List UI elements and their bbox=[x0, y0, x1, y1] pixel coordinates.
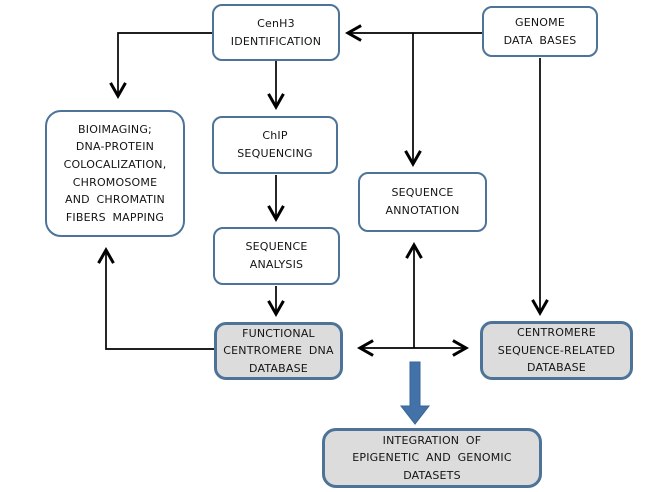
box-cenh3-identification: CenH3 IDENTIFICATION bbox=[212, 4, 340, 61]
box-chip-sequencing-label: ChIP SEQUENCING bbox=[237, 129, 313, 160]
block-arrow-to-integration bbox=[399, 361, 431, 425]
box-centromere-sequence-related-database: CENTROMERE SEQUENCE-RELATED DATABASE bbox=[480, 321, 633, 380]
box-sequence-analysis-label: SEQUENCE ANALYSIS bbox=[245, 240, 308, 271]
connector-functional-db-to-bioimaging bbox=[97, 246, 214, 350]
box-integration-datasets-label: INTEGRATION OF EPIGENETIC AND GENOMIC DA… bbox=[352, 433, 512, 482]
box-integration-datasets: INTEGRATION OF EPIGENETIC AND GENOMIC DA… bbox=[322, 428, 542, 488]
box-functional-centromere-dna-database: FUNCTIONAL CENTROMERE DNA DATABASE bbox=[214, 322, 343, 380]
box-centromere-sequence-related-database-label: CENTROMERE SEQUENCE-RELATED DATABASE bbox=[497, 326, 616, 375]
connector-cenh3-to-bioimaging bbox=[109, 32, 212, 100]
box-bioimaging: BIOIMAGING; DNA-PROTEIN COLOCALIZATION, … bbox=[45, 110, 185, 237]
box-cenh3-identification-label: CenH3 IDENTIFICATION bbox=[230, 16, 322, 48]
box-genome-databases: GENOME DATA BASES bbox=[482, 6, 598, 57]
box-sequence-annotation-label: SEQUENCE ANNOTATION bbox=[385, 186, 460, 217]
box-genome-databases-label: GENOME DATA BASES bbox=[503, 15, 577, 47]
box-bioimaging-label: BIOIMAGING; DNA-PROTEIN COLOCALIZATION, … bbox=[63, 122, 167, 224]
box-functional-centromere-dna-database-label: FUNCTIONAL CENTROMERE DNA DATABASE bbox=[223, 326, 334, 375]
box-sequence-analysis: SEQUENCE ANALYSIS bbox=[213, 227, 340, 285]
box-sequence-annotation: SEQUENCE ANNOTATION bbox=[358, 172, 487, 232]
box-chip-sequencing: ChIP SEQUENCING bbox=[212, 116, 338, 174]
